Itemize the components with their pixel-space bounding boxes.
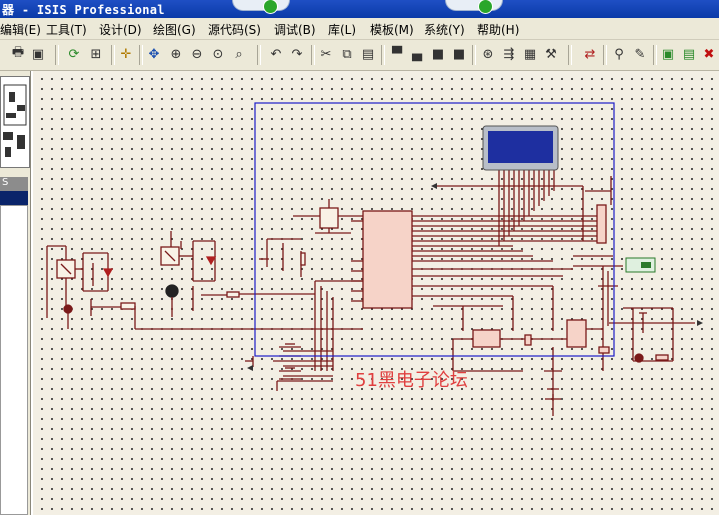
menu-design[interactable]: 设计(D): [99, 23, 142, 37]
grid-icon[interactable]: ⊞: [90, 46, 102, 62]
undo-icon[interactable]: ↶: [270, 46, 282, 62]
title-decoration: [445, 0, 503, 14]
arrow-left-icon: [431, 183, 437, 189]
crystal[interactable]: [319, 207, 339, 229]
block-copy-icon[interactable]: ▀: [392, 46, 402, 62]
arrow-right-icon: [697, 320, 703, 326]
exit-sheet-icon[interactable]: ✖: [703, 46, 715, 62]
wire-autorouter-icon[interactable]: ⇄: [584, 46, 596, 62]
block-move-icon[interactable]: ▄: [412, 46, 422, 62]
overview-thumbnail: [3, 84, 27, 157]
title-bar: 器 - ISIS Professional: [0, 0, 719, 18]
menu-bar: 编辑(E) 工具(T) 设计(D) 绘图(G) 源代码(S) 调试(B) 库(L…: [0, 18, 719, 40]
menu-template[interactable]: 模板(M): [370, 23, 414, 37]
block-rotate-icon[interactable]: ■: [431, 46, 445, 62]
zoom-out-icon[interactable]: ⊖: [191, 46, 203, 62]
device-tab[interactable]: S: [0, 177, 28, 191]
remove-sheet-icon[interactable]: ▤: [682, 46, 696, 62]
menu-edit[interactable]: 编辑(E): [0, 23, 41, 37]
make-device-icon[interactable]: ⇶: [503, 46, 515, 62]
relay-1[interactable]: [46, 245, 109, 318]
menu-debug[interactable]: 调试(B): [274, 23, 316, 37]
toolbar-separator: [381, 45, 385, 65]
data-bus: [412, 169, 597, 277]
block-delete-icon[interactable]: ■: [452, 46, 466, 62]
selected-device-item[interactable]: [0, 191, 28, 205]
pan-icon[interactable]: ✥: [148, 46, 160, 62]
watermark-text: 51黑电子论坛: [355, 370, 468, 391]
property-assign-icon[interactable]: ✎: [634, 46, 646, 62]
relay-2[interactable]: [160, 231, 216, 282]
copy-icon[interactable]: ⧉: [342, 46, 352, 62]
microcontroller[interactable]: [362, 210, 413, 309]
resistor: [598, 346, 610, 354]
toolbar-separator: [472, 45, 476, 65]
arrow-left-icon: [247, 365, 253, 371]
pick-device-icon[interactable]: ⊛: [482, 46, 494, 62]
check-badge-icon: [478, 0, 493, 14]
zoom-area-icon[interactable]: ⌕: [235, 46, 243, 62]
package-tool-icon[interactable]: ▦: [523, 46, 537, 62]
print-icon[interactable]: 🖶: [11, 45, 25, 60]
check-badge-icon: [263, 0, 278, 14]
schematic-canvas[interactable]: [33, 71, 719, 515]
overview-window[interactable]: [0, 76, 30, 168]
adc-chip[interactable]: [472, 329, 501, 348]
sensor-chip[interactable]: [566, 319, 587, 348]
window-title: 器 - ISIS Professional: [2, 3, 165, 17]
search-tag-icon[interactable]: ⚲: [614, 46, 624, 62]
lcd-display[interactable]: [482, 125, 559, 171]
toolbar-separator: [653, 45, 657, 65]
lcd-connector[interactable]: [596, 204, 607, 244]
new-sheet-icon[interactable]: ▣: [661, 46, 675, 62]
toolbar-separator: [139, 45, 143, 65]
schematic-drawing: [46, 102, 703, 416]
zoom-all-icon[interactable]: ⊙: [212, 46, 224, 62]
node-2: [634, 353, 644, 363]
device-list[interactable]: [0, 205, 28, 515]
toolbar-separator: [111, 45, 115, 65]
origin-icon[interactable]: ✛: [120, 46, 132, 62]
toolbar: 🖶 ▣ ⟳ ⊞ ✛ ✥ ⊕ ⊖ ⊙ ⌕ ↶ ↷ ✂ ⧉ ▤ ▀ ▄ ■ ■ ⊛ …: [0, 40, 719, 71]
toolbar-separator: [603, 45, 607, 65]
toolbar-separator: [257, 45, 261, 65]
menu-graph[interactable]: 绘图(G): [153, 23, 196, 37]
sensor-module[interactable]: [625, 257, 656, 273]
toolbar-separator: [311, 45, 315, 65]
diode-1[interactable]: [102, 268, 114, 278]
redo-icon[interactable]: ↷: [291, 46, 303, 62]
menu-help[interactable]: 帮助(H): [477, 23, 520, 37]
menu-source[interactable]: 源代码(S): [208, 23, 261, 37]
capacitor: [524, 334, 532, 346]
left-panel: S: [0, 71, 31, 515]
node-1: [63, 304, 73, 314]
diode-2[interactable]: [205, 256, 217, 266]
title-decoration: [232, 0, 290, 14]
paste-icon[interactable]: ▤: [361, 46, 375, 62]
toolbar-separator: [568, 45, 572, 65]
menu-system[interactable]: 系统(Y): [424, 23, 465, 37]
selection-box: [254, 102, 615, 357]
buzzer[interactable]: [165, 284, 179, 298]
zoom-in-icon[interactable]: ⊕: [170, 46, 182, 62]
decompose-icon[interactable]: ⚒: [545, 46, 557, 62]
cut-icon[interactable]: ✂: [320, 46, 332, 62]
menu-tools[interactable]: 工具(T): [46, 23, 87, 37]
refresh-icon[interactable]: ⟳: [68, 46, 80, 62]
toolbar-separator: [55, 45, 59, 65]
menu-library[interactable]: 库(L): [328, 23, 357, 37]
print-preview-icon[interactable]: ▣: [31, 46, 45, 62]
